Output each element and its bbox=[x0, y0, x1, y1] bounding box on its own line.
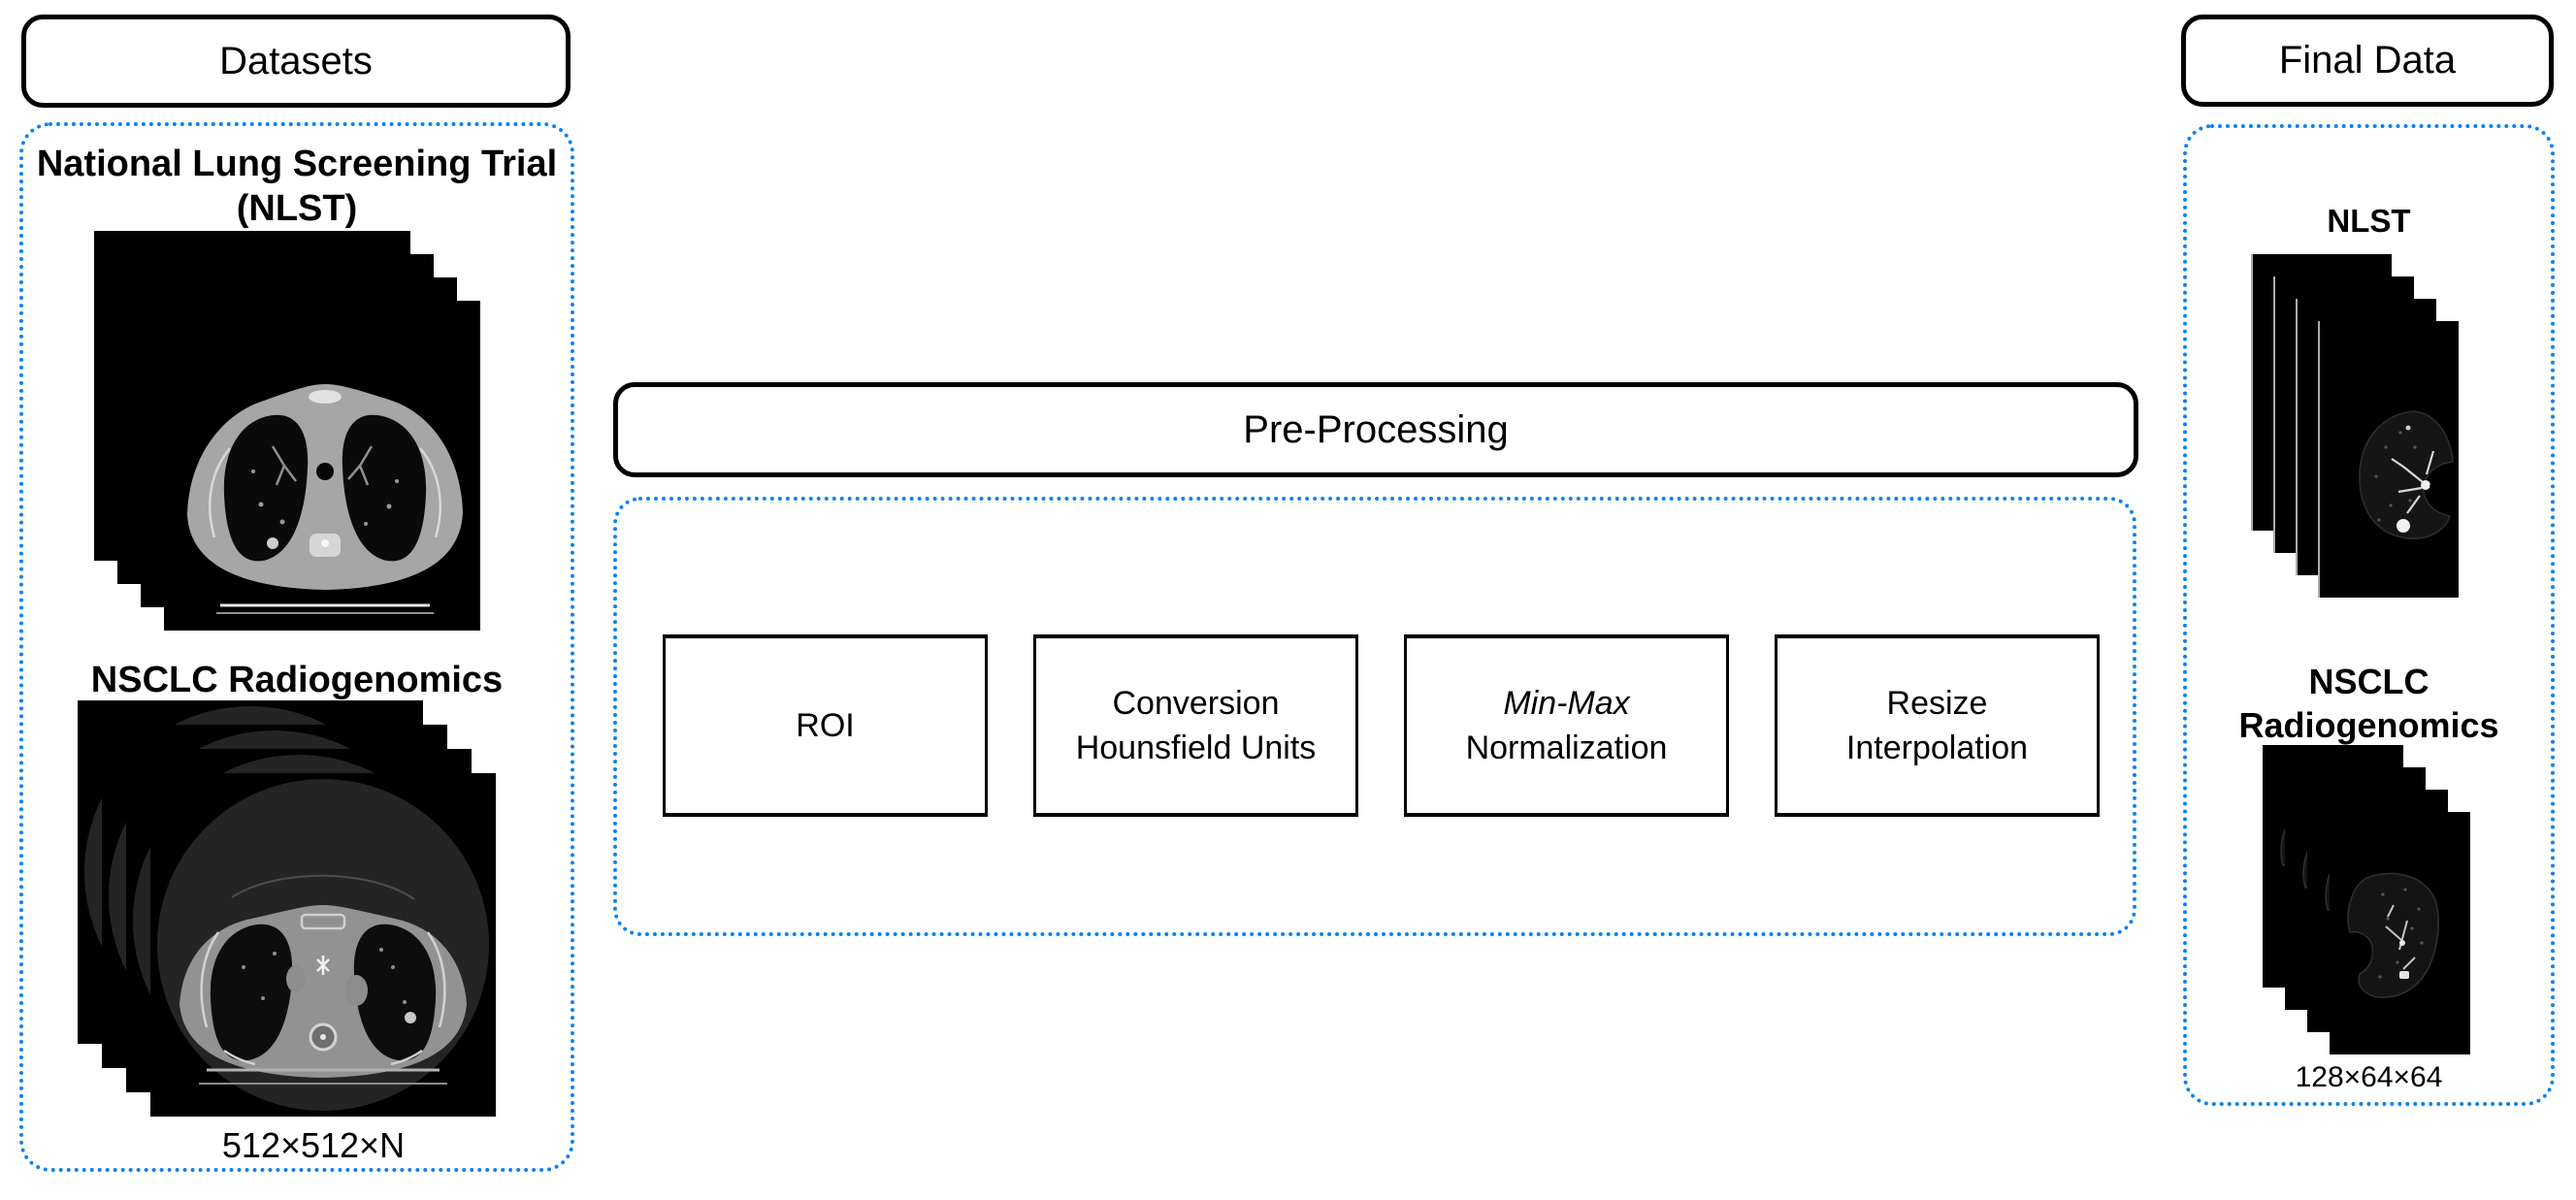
step-roi: ROI bbox=[663, 634, 988, 817]
finaldata-header-label: Final Data bbox=[2278, 39, 2457, 81]
finaldata-dimensions-label: 128×64×64 bbox=[2295, 1061, 2443, 1093]
finaldata-container bbox=[2183, 124, 2555, 1106]
nlst-output-title: NLST bbox=[2327, 203, 2411, 239]
nsclc-output-title-line1: NSCLC bbox=[2308, 662, 2429, 701]
step-minmax-label-line2: Normalization bbox=[1465, 730, 1668, 766]
nlst-dataset-title-line1: National Lung Screening Trial bbox=[36, 144, 558, 184]
preprocessing-header-label: Pre-Processing bbox=[1243, 407, 1509, 451]
datasets-container bbox=[19, 122, 574, 1172]
nlst-ct-stack-image bbox=[94, 231, 480, 631]
step-minmax-label-line1: Min-Max bbox=[1503, 685, 1630, 722]
nlst-dataset-title: National Lung Screening Trial (NLST) bbox=[19, 142, 574, 231]
nsclc-output-title: NSCLC Radiogenomics bbox=[2183, 660, 2555, 747]
datasets-dimensions-label: 512×512×N bbox=[221, 1125, 406, 1165]
step-roi-label-line1: ROI bbox=[796, 707, 855, 744]
preprocessing-header-box: Pre-Processing bbox=[613, 382, 2138, 477]
nsclc-output-stack-image bbox=[2263, 745, 2470, 1054]
step-resize-label-line2: Interpolation bbox=[1845, 730, 2029, 766]
nsclc-ct-stack-image bbox=[78, 700, 496, 1117]
preprocessing-container bbox=[613, 497, 2136, 936]
step-conversion-hounsfield: Conversion Hounsfield Units bbox=[1033, 634, 1358, 817]
datasets-header-box: Datasets bbox=[21, 15, 571, 108]
nlst-output-stack-image bbox=[2251, 254, 2459, 598]
nsclc-dataset-title: NSCLC Radiogenomics bbox=[19, 658, 574, 702]
nsclc-output-title-line2: Radiogenomics bbox=[2238, 705, 2499, 745]
step-resize-interpolation: Resize Interpolation bbox=[1775, 634, 2100, 817]
step-resize-label-line1: Resize bbox=[1886, 685, 1988, 722]
step-conversion-label-line2: Hounsfield Units bbox=[1075, 730, 1317, 766]
step-conversion-label-line1: Conversion bbox=[1112, 685, 1280, 722]
nlst-dataset-title-line2: (NLST) bbox=[236, 188, 358, 229]
datasets-header-label: Datasets bbox=[219, 39, 373, 82]
nsclc-dataset-title-text: NSCLC Radiogenomics bbox=[90, 660, 504, 700]
step-minmax-normalization: Min-Max Normalization bbox=[1404, 634, 1729, 817]
finaldata-header-box: Final Data bbox=[2181, 15, 2554, 107]
